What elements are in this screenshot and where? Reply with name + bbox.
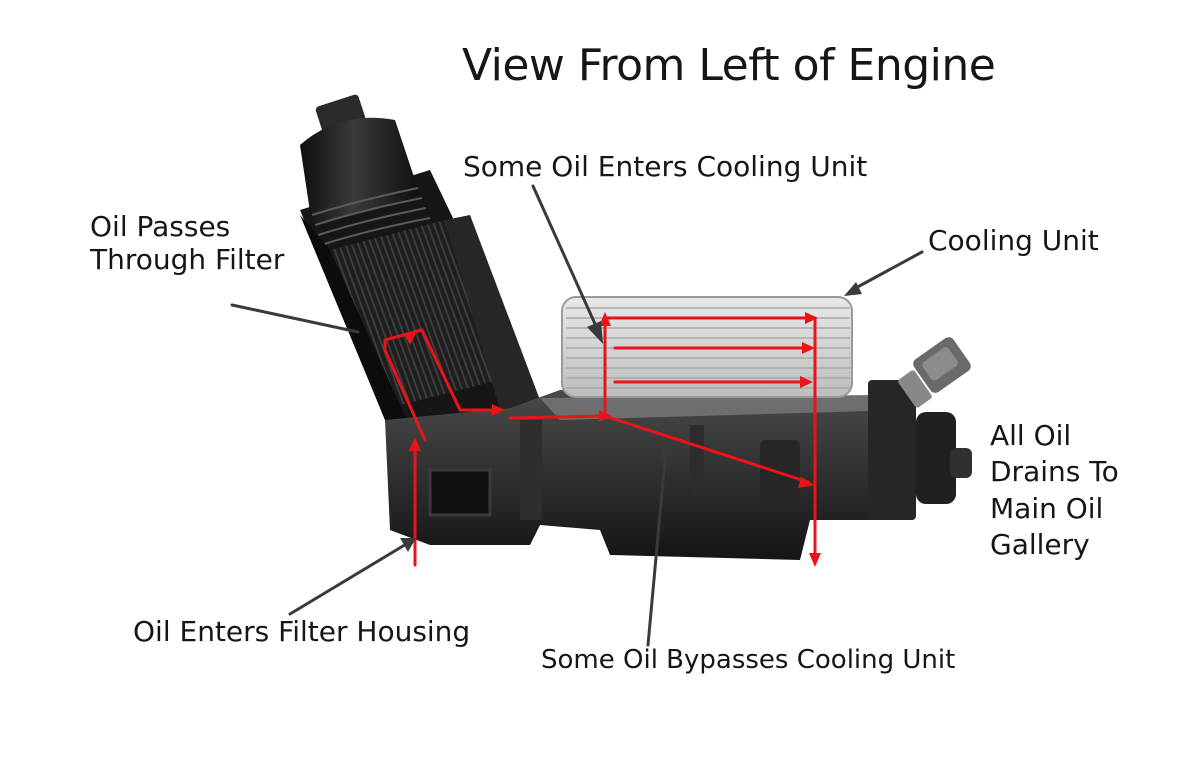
- filter-flow: [383, 328, 502, 442]
- leader-passes-filter: [230, 303, 360, 334]
- cap-threads: [311, 187, 431, 246]
- label-passes-filter: Oil Passes Through Filter: [90, 210, 284, 276]
- label-drains: All Oil Drains To Main Oil Gallery: [990, 418, 1119, 564]
- label-drains-line-3: Main Oil: [990, 491, 1104, 525]
- leader-cooling-unit: [850, 250, 924, 292]
- label-cooling-unit: Cooling Unit: [928, 224, 1099, 257]
- oil-flow-arrowheads: [404, 312, 821, 567]
- sensor: [898, 337, 971, 408]
- label-drains-line-2: Drains To: [990, 455, 1119, 489]
- label-enters-cooling: Some Oil Enters Cooling Unit: [463, 150, 868, 183]
- label-drains-line-4: Gallery: [990, 528, 1090, 562]
- label-passes-filter-line-1: Oil Passes: [90, 210, 231, 243]
- leader-bypasses: [646, 446, 668, 647]
- label-drains-line-1: All Oil: [990, 419, 1072, 452]
- diagram-title: View From Left of Engine: [462, 40, 996, 91]
- label-enters-housing: Oil Enters Filter Housing: [133, 615, 471, 648]
- label-bypasses: Some Oil Bypasses Cooling Unit: [541, 645, 956, 675]
- leader-arrows: [230, 184, 924, 647]
- transfer-flow: [508, 414, 607, 420]
- label-passes-filter-line-2: Through Filter: [90, 243, 285, 277]
- housing-base: [385, 337, 972, 560]
- leader-enters-cooling: [531, 184, 602, 337]
- leader-arrowheads: [400, 282, 862, 552]
- leader-enters-housing: [288, 541, 410, 616]
- bypass-flow: [603, 414, 810, 484]
